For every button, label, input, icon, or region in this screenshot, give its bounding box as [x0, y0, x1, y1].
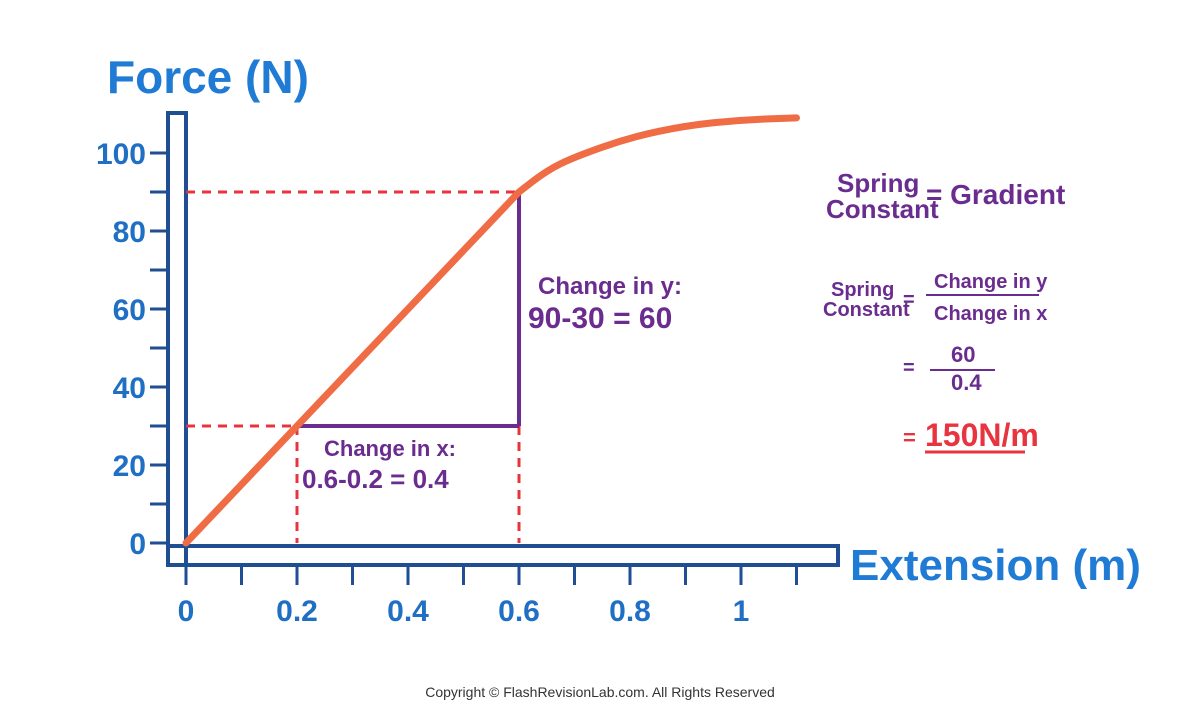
formula-panel: Spring Constant = Gradient Spring Consta…	[823, 168, 1065, 454]
spring-label-1: Spring	[837, 168, 919, 198]
guide-lines	[186, 190, 521, 543]
x-tick-label: 0.6	[498, 595, 540, 628]
y-minor-ticks	[150, 151, 168, 545]
result-value: 150N/m	[925, 417, 1039, 453]
x-tick-labels: 0 0.2 0.4 0.6 0.8 1	[178, 595, 750, 628]
y-tick-label: 40	[113, 372, 146, 405]
change-in-y-title: Change in y:	[538, 273, 682, 300]
x-minor-ticks	[184, 565, 798, 585]
x-tick-label: 0	[178, 595, 195, 628]
x-axis-title: Extension (m)	[850, 541, 1141, 590]
equals-sign-2: =	[903, 357, 915, 379]
y-tick-label: 100	[96, 138, 146, 171]
denominator-value: 0.4	[951, 370, 982, 395]
equals-sign-3: =	[903, 425, 916, 450]
x-tick-label: 0.8	[609, 595, 651, 628]
x-tick-label: 1	[733, 595, 750, 628]
equals-gradient: = Gradient	[926, 179, 1065, 210]
x-tick-label: 0.2	[276, 595, 318, 628]
y-tick-label: 80	[113, 216, 146, 249]
change-in-y-numerator: Change in y	[934, 271, 1048, 293]
constant-label-1: Constant	[826, 194, 939, 224]
equals-sign-1: =	[903, 289, 915, 311]
y-axis-bar	[166, 111, 188, 567]
change-in-x-denominator: Change in x	[934, 303, 1047, 325]
change-in-x-calc: 0.6-0.2 = 0.4	[302, 464, 449, 494]
change-in-y-calc: 90-30 = 60	[528, 302, 672, 335]
y-axis-title: Force (N)	[107, 51, 309, 103]
constant-label-2: Constant	[823, 299, 910, 321]
y-tick-label: 60	[113, 294, 146, 327]
x-tick-label: 0.4	[387, 595, 429, 628]
x-axis-bar	[166, 544, 840, 567]
change-in-x-title: Change in x:	[324, 436, 456, 461]
y-tick-label: 0	[129, 528, 146, 561]
copyright-notice: Copyright © FlashRevisionLab.com. All Ri…	[425, 684, 775, 700]
spring-label-2: Spring	[831, 279, 894, 301]
force-extension-curve	[182, 114, 800, 547]
plot-area: 0 20 40 60 80 100 0 0.2 0.4 0.6 0.8 1	[96, 111, 840, 628]
y-tick-label: 20	[113, 450, 146, 483]
y-tick-labels: 0 20 40 60 80 100	[96, 138, 146, 561]
numerator-value: 60	[951, 342, 975, 367]
